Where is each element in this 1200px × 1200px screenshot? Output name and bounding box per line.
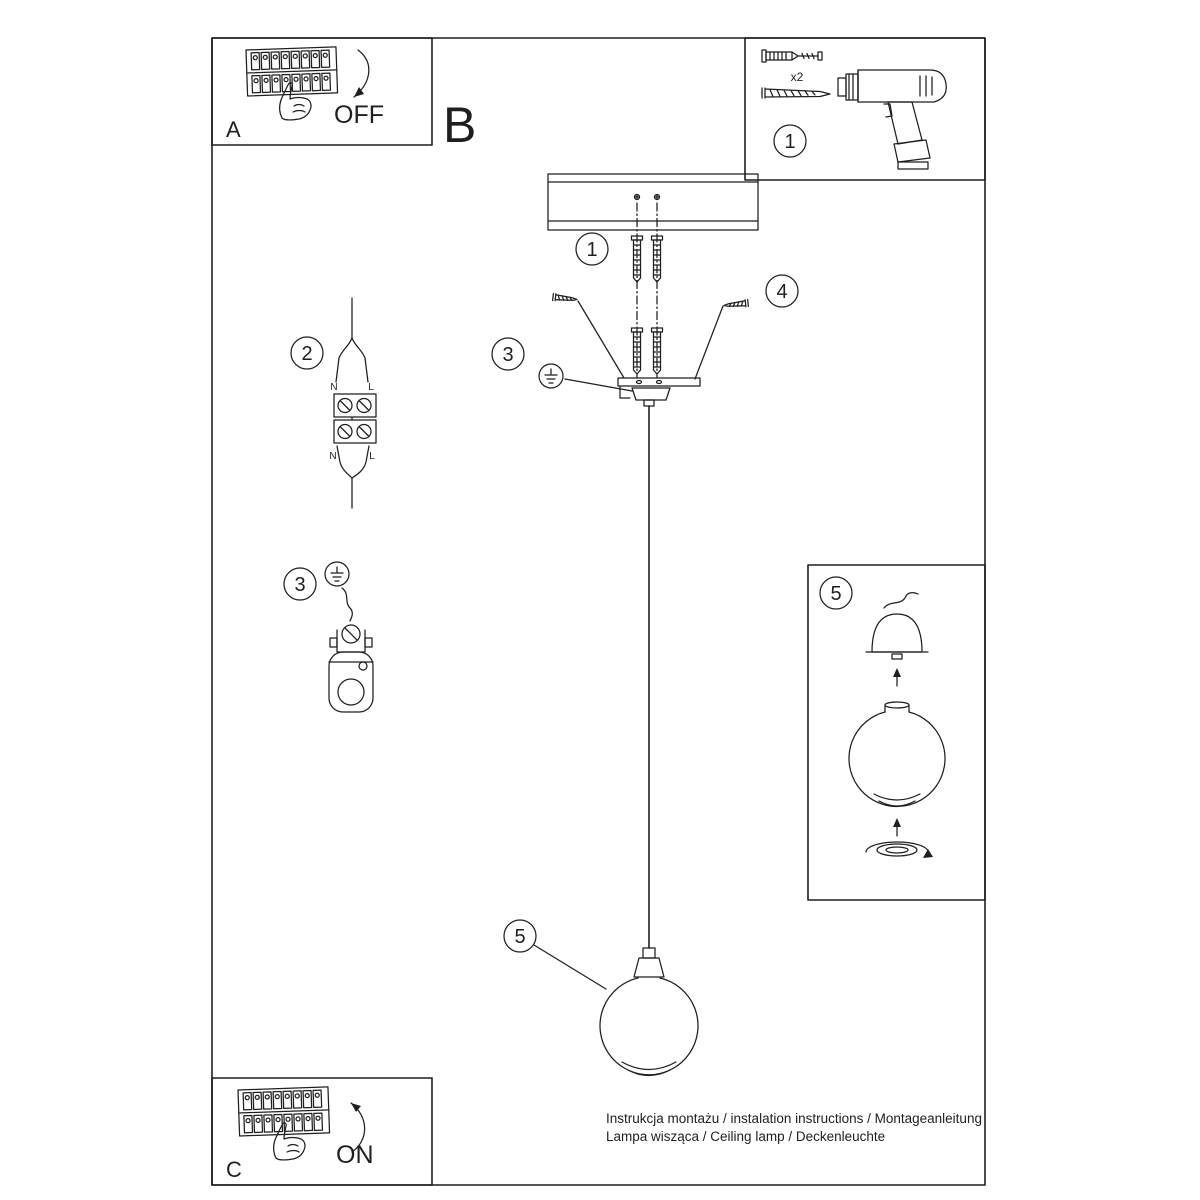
step-shade-badge: 5 <box>503 919 537 953</box>
glass-sphere-shade <box>599 977 699 1077</box>
rotation-arrow-icon <box>865 841 933 858</box>
wall-anchor-icon <box>650 235 664 283</box>
shade-exploded-box: 5 <box>807 564 986 901</box>
footer-line-2: Lampa wisząca / Ceiling lamp / Deckenleu… <box>606 1129 885 1144</box>
svg-text:4: 4 <box>776 281 787 303</box>
wire-leads <box>336 445 370 509</box>
svg-text:3: 3 <box>294 574 305 596</box>
curved-arrow-icon <box>350 1102 366 1153</box>
svg-text:1: 1 <box>784 131 795 153</box>
mounting-diagram: 1 4 3 <box>491 173 799 1077</box>
mounting-bracket <box>617 377 701 399</box>
earth-ground-icon <box>324 561 350 587</box>
curved-arrow-icon <box>353 49 370 98</box>
footer-line-1: Instrukcja montażu / instalation instruc… <box>606 1111 982 1126</box>
step-ground-badge: 3 <box>491 337 525 371</box>
screw-icon <box>761 87 831 99</box>
screw-guide-lines <box>577 300 724 380</box>
drill-icon <box>837 69 947 170</box>
step-1-badge: 1 <box>773 124 807 158</box>
footer: Instrukcja montażu / instalation instruc… <box>606 1111 982 1144</box>
ground-wire <box>341 587 353 622</box>
panel-a-state: OFF <box>334 101 384 129</box>
wire-label-n-bottom: N <box>329 451 336 462</box>
ceiling-board <box>547 173 759 231</box>
shade-leader-line <box>533 944 607 990</box>
svg-text:1: 1 <box>586 239 597 261</box>
wall-plug-icon <box>761 49 823 63</box>
breaker-panel-icon <box>237 1086 331 1137</box>
holder-diagram: 3 <box>283 561 374 713</box>
screw-icon <box>723 298 749 310</box>
tools-box: x2 1 <box>744 37 986 181</box>
page-border <box>211 37 986 1186</box>
plug-quantity: x2 <box>791 70 804 84</box>
svg-text:3: 3 <box>502 344 513 366</box>
wire-label-n-top: N <box>330 382 337 393</box>
assembly-arrow-icon <box>893 668 901 687</box>
svg-text:2: 2 <box>301 343 312 365</box>
panel-c-label: C <box>226 1157 242 1182</box>
step-plugs-badge: 1 <box>575 232 609 266</box>
section-b-label: B <box>443 97 476 153</box>
panel-c-state: ON <box>336 1141 374 1169</box>
cable-end <box>883 592 919 609</box>
ring-nut <box>876 843 918 857</box>
wiring-diagram: 2 N L N L <box>290 297 377 509</box>
drill-axis-lines <box>636 202 658 379</box>
step-shade-badge: 5 <box>819 576 853 610</box>
panel-c-box: C ON <box>211 1077 433 1186</box>
terminal-block <box>333 393 377 444</box>
earth-ground-icon <box>538 363 564 389</box>
svg-text:5: 5 <box>830 583 841 605</box>
step-ground-badge: 3 <box>283 567 317 601</box>
panel-a-box: A OFF <box>211 37 433 146</box>
lamp-socket <box>633 947 665 978</box>
wall-anchor-icon <box>630 235 644 283</box>
step-wiring-badge: 2 <box>290 336 324 370</box>
wire-label-l-top: L <box>368 382 374 393</box>
svg-text:5: 5 <box>514 926 525 948</box>
shade-dome <box>865 613 929 660</box>
hand-icon <box>272 1122 306 1161</box>
ground-lead-line <box>564 378 633 392</box>
wire-leads <box>335 297 369 383</box>
step-screws-badge: 4 <box>765 274 799 308</box>
panel-a-label: A <box>226 117 241 142</box>
screw-icon <box>552 292 578 304</box>
hand-icon <box>278 82 312 121</box>
wire-label-l-bottom: L <box>369 451 375 462</box>
assembly-arrow-icon <box>893 818 901 837</box>
ceiling-canopy <box>631 387 671 407</box>
glass-sphere-shade <box>848 701 946 808</box>
lamp-holder <box>328 624 374 713</box>
